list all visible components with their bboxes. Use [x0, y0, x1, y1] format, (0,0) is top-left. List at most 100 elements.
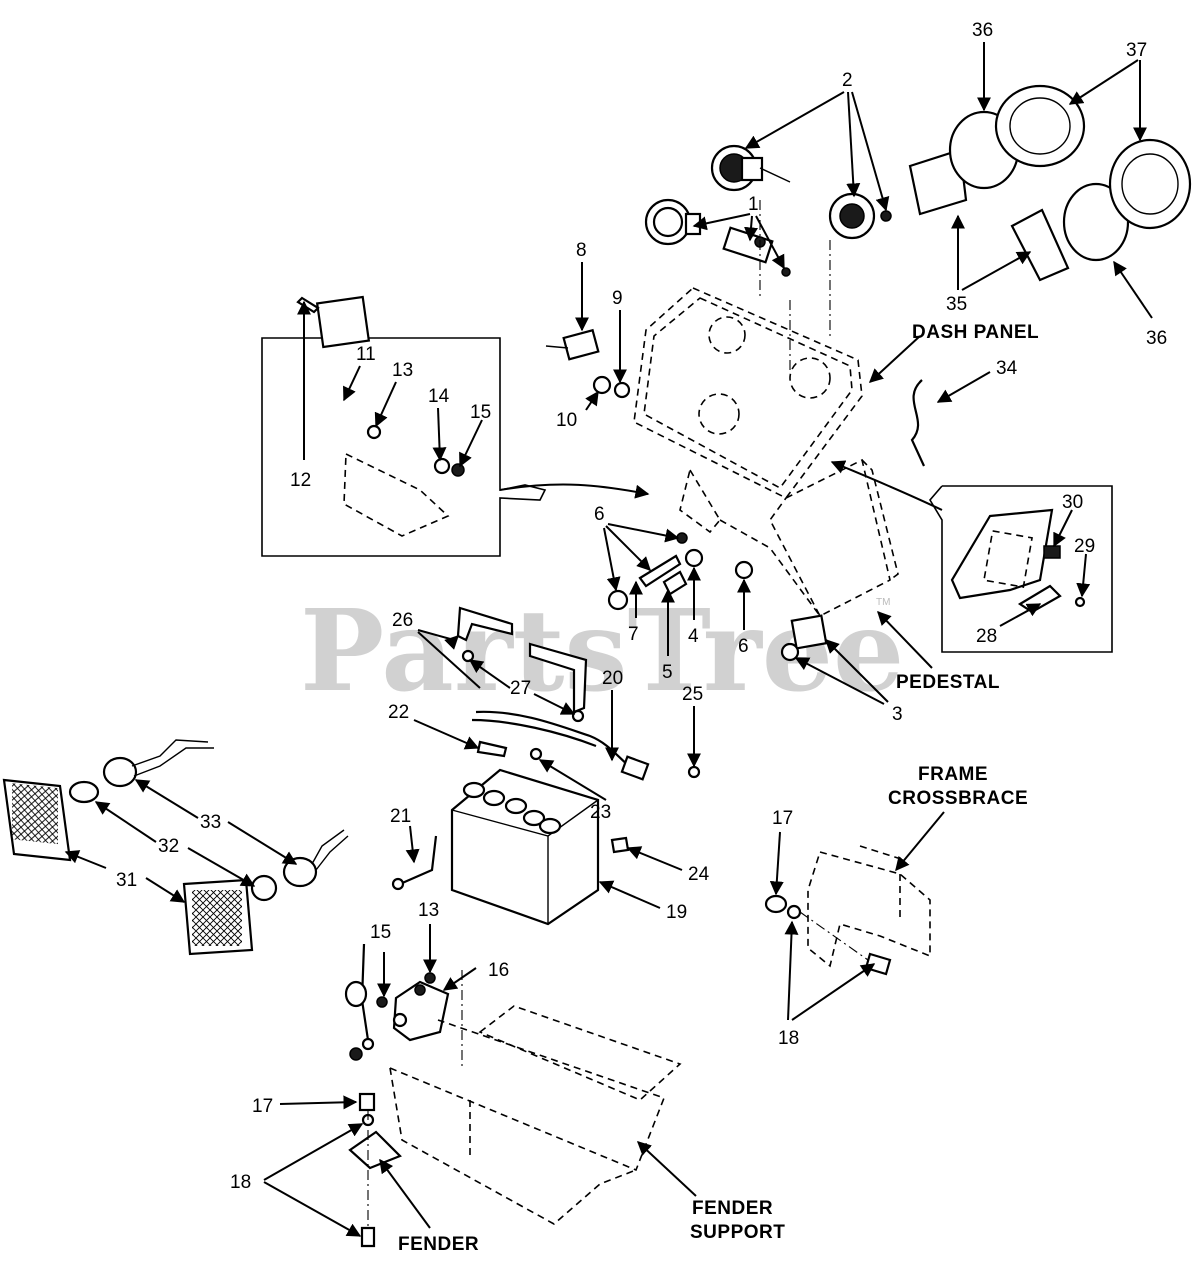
nut-10	[592, 375, 612, 395]
nut-13-lower	[424, 972, 436, 984]
nut-6-upper	[676, 532, 688, 544]
nut-4	[684, 548, 704, 568]
crossbrace-centerline	[799, 911, 869, 961]
label-dash-panel: DASH PANEL	[912, 322, 1039, 343]
label-fender-support-2: SUPPORT	[690, 1222, 785, 1243]
callout-37: 37	[1126, 40, 1147, 61]
callout-14: 14	[428, 386, 450, 407]
switch-11	[315, 295, 371, 349]
callout-5: 5	[662, 662, 673, 683]
callout-36-bottom: 36	[1146, 328, 1167, 349]
bezel-37-lower	[1108, 138, 1192, 230]
callout-24: 24	[688, 864, 710, 885]
solenoid-16	[392, 980, 450, 1042]
bulb-32-right	[250, 874, 278, 902]
socket-33-right	[282, 829, 349, 888]
bracket-35-lower	[1010, 208, 1070, 282]
bolt-22	[476, 740, 508, 758]
spacer-17-lower	[358, 1092, 376, 1112]
callout-18-lower: 18	[230, 1172, 251, 1193]
callout-20: 20	[602, 668, 623, 689]
gauge-top	[710, 144, 791, 192]
nut-15-inset	[451, 463, 465, 477]
callout-35: 35	[946, 294, 967, 315]
socket-33-left	[102, 739, 214, 788]
callout-31: 31	[116, 870, 137, 891]
callout-7: 7	[628, 624, 639, 645]
callout-11: 11	[356, 344, 376, 365]
watermark-text: PartsTree	[300, 586, 904, 717]
wire-34	[910, 379, 925, 467]
screw-12	[296, 296, 320, 314]
callout-19: 19	[666, 902, 687, 923]
nut-13-inset	[366, 424, 382, 440]
bulb-32-left	[68, 780, 100, 804]
switch-28	[1017, 584, 1062, 614]
callout-27: 27	[510, 678, 531, 699]
callout-15-inset: 15	[470, 402, 491, 423]
name-labels: DASH PANEL PEDESTAL FRAME CROSSBRACE FEN…	[398, 322, 1039, 1255]
callout-12: 12	[290, 470, 311, 491]
label-pedestal: PEDESTAL	[896, 672, 1000, 693]
nut-23	[529, 747, 543, 761]
callout-9: 9	[612, 288, 623, 309]
label-fender: FENDER	[398, 1234, 479, 1255]
bolt-18-right	[864, 952, 892, 976]
callout-labels: 2 1 36 37 35 36 8 9 10 34 11 13 14 15 12…	[116, 20, 1167, 1193]
callout-26: 26	[392, 610, 413, 631]
fender	[348, 1130, 402, 1170]
nut-6-right	[734, 560, 754, 580]
nut-27-upper	[461, 649, 475, 663]
inset-plate-right	[950, 508, 1054, 600]
callout-17-lower: 17	[252, 1096, 273, 1117]
callout-8: 8	[576, 240, 587, 261]
inset-right-arrow	[830, 460, 943, 511]
nut-27-lower	[571, 709, 585, 723]
cable-solenoid	[344, 943, 375, 1051]
pedestal	[719, 458, 899, 618]
bolt-18-lower	[360, 1226, 376, 1248]
headlight-31-right	[182, 878, 254, 956]
inset-box-left	[261, 337, 547, 557]
fender-support	[389, 970, 682, 1225]
screw-25	[687, 765, 701, 779]
leader-lines	[64, 42, 1153, 1237]
switch-1	[722, 226, 791, 277]
washer-18-right	[786, 904, 802, 920]
callout-16: 16	[488, 960, 509, 981]
frame-crossbrace	[807, 845, 931, 968]
label-fender-support-1: FENDER	[692, 1198, 773, 1219]
callout-28: 28	[976, 626, 997, 647]
callout-15-lower: 15	[370, 922, 391, 943]
callout-22: 22	[388, 702, 409, 723]
callout-29: 29	[1074, 536, 1095, 557]
callout-13-lower: 13	[418, 900, 439, 921]
callout-3: 3	[892, 704, 903, 725]
callout-32: 32	[158, 836, 179, 857]
nut-6-lower	[607, 589, 629, 611]
label-crossbrace: CROSSBRACE	[888, 788, 1028, 809]
callout-30: 30	[1062, 492, 1083, 513]
callout-21: 21	[390, 806, 411, 827]
callout-36-top: 36	[972, 20, 993, 41]
callout-2: 2	[842, 70, 853, 91]
label-frame: FRAME	[918, 764, 988, 785]
callout-25: 25	[682, 684, 703, 705]
dash-panel	[633, 200, 863, 534]
callout-17-right: 17	[772, 808, 793, 829]
cable-20	[471, 710, 650, 781]
inset-left-arrow	[499, 483, 650, 499]
callout-13-inset: 13	[392, 360, 413, 381]
bezel-37-upper	[994, 84, 1086, 168]
watermark-tm: TM	[876, 597, 890, 608]
callout-4: 4	[688, 626, 699, 647]
gauge-left	[644, 198, 702, 246]
nut-15-lower	[376, 996, 388, 1008]
solenoid-3	[780, 614, 828, 662]
nut-14	[433, 457, 451, 475]
callout-6-upper: 6	[594, 504, 605, 525]
battery-19	[450, 768, 600, 926]
nut-bottom	[349, 1047, 363, 1061]
gauge-right	[828, 192, 892, 240]
